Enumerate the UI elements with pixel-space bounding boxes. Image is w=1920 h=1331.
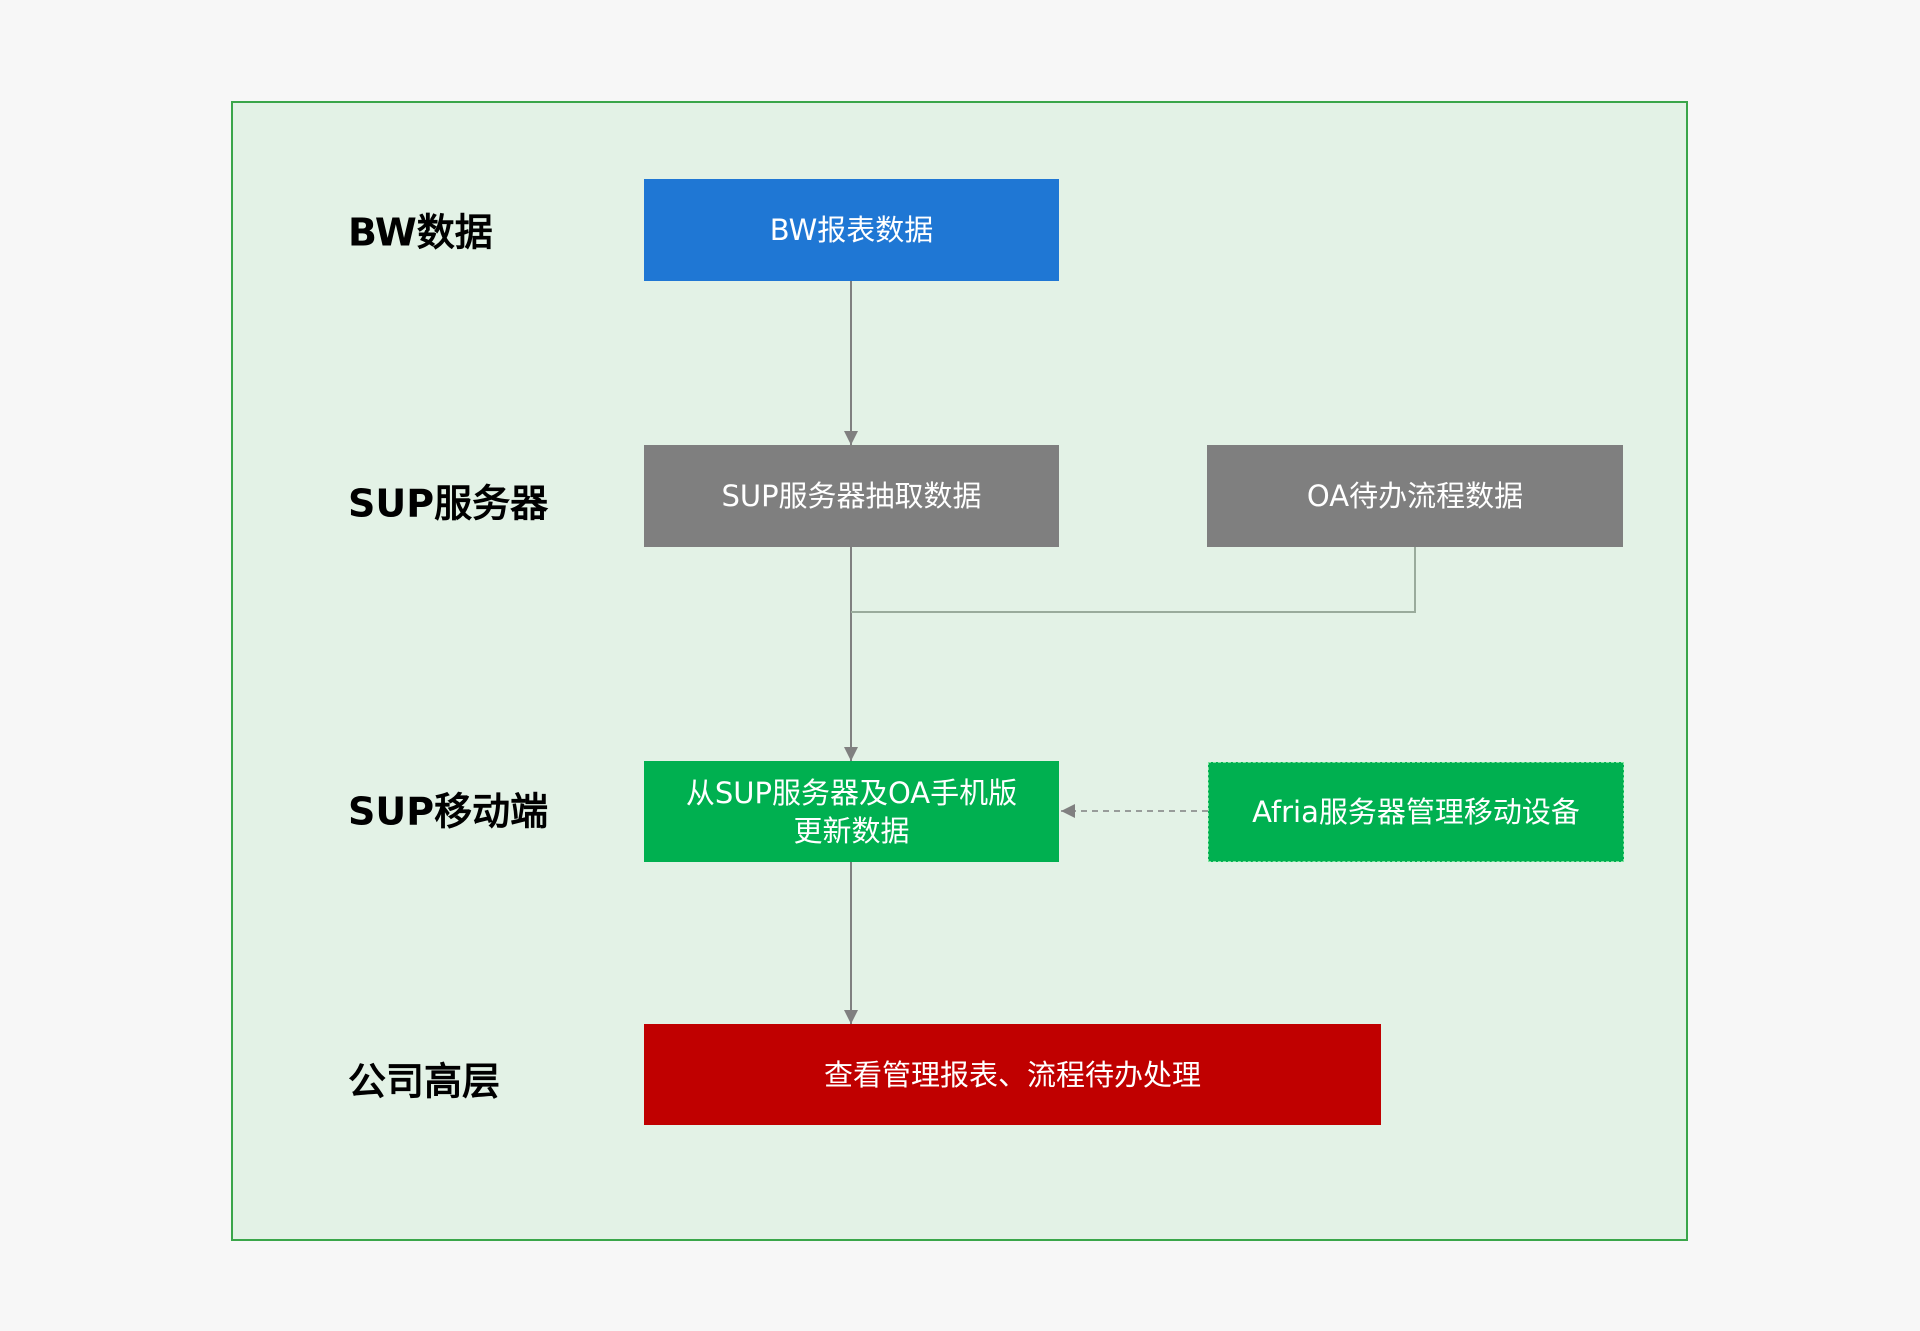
node-sup-extract: SUP服务器抽取数据	[644, 445, 1059, 547]
node-afria-label: Afria服务器管理移动设备	[1252, 795, 1580, 829]
node-mobile-update: 从SUP服务器及OA手机版 更新数据	[644, 761, 1059, 862]
node-afria: Afria服务器管理移动设备	[1208, 762, 1624, 862]
lane-label-executives: 公司高层	[348, 1059, 501, 1104]
node-view-reports: 查看管理报表、流程待办处理	[644, 1024, 1381, 1125]
node-mobile-update-line1: 从SUP服务器及OA手机版	[685, 775, 1018, 810]
lane-label-sup-mobile: SUP移动端	[348, 789, 549, 834]
node-oa-pending-label: OA待办流程数据	[1306, 479, 1524, 513]
node-view-reports-label: 查看管理报表、流程待办处理	[823, 1057, 1201, 1092]
node-oa-pending: OA待办流程数据	[1207, 445, 1623, 547]
edge-oa-merge	[851, 547, 1416, 613]
node-bw-report-label: BW报表数据	[769, 213, 934, 247]
lane-label-sup-server: SUP服务器	[348, 481, 549, 526]
node-mobile-update-line2: 更新数据	[793, 813, 910, 848]
node-bw-report: BW报表数据	[644, 179, 1059, 281]
lane-label-bw: BW数据	[348, 210, 493, 255]
node-sup-extract-label: SUP服务器抽取数据	[721, 479, 982, 513]
